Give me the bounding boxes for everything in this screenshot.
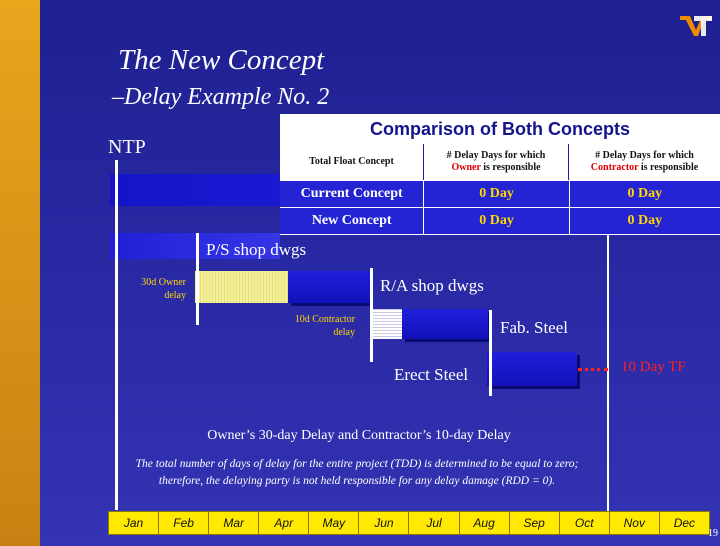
task-bar-ra <box>402 309 488 339</box>
month-label: Jun <box>359 512 410 534</box>
ps-start-line <box>196 233 199 325</box>
accent-bar <box>0 0 40 546</box>
row-owner-value: 0 Day <box>424 181 570 207</box>
gantt-caption: Owner’s 30-day Delay and Contractor’s 10… <box>207 428 511 443</box>
row-contractor-value: 0 Day <box>627 213 663 228</box>
month-label: Apr <box>259 512 310 534</box>
comparison-header-row: Total Float Concept # Delay Days for whi… <box>280 144 720 181</box>
contractor-delay-bar <box>370 309 402 339</box>
total-float-label: 10 Day TF <box>621 359 686 375</box>
month-axis: Jan Feb Mar Apr May Jun Jul Aug Sep Oct … <box>108 511 710 535</box>
row-owner-value: 0 Day <box>424 208 570 234</box>
ntp-line <box>115 160 118 510</box>
ntp-label: NTP <box>108 136 146 158</box>
row-contractor-value: 0 Day <box>627 186 663 201</box>
header-contractor-rest: Contractor is responsible <box>591 162 698 174</box>
month-label: Sep <box>510 512 560 534</box>
month-label: Jul <box>409 512 460 534</box>
owner-delay-label-line1: 30d Owner <box>141 277 186 288</box>
header-owner-suffix: is responsible <box>483 162 541 173</box>
header-concept: Total Float Concept <box>280 144 424 180</box>
month-label: Nov <box>610 512 660 534</box>
row-name: New Concept <box>280 208 425 234</box>
month-label: Dec <box>673 516 696 530</box>
slide-title: The New Concept <box>118 44 325 76</box>
owner-delay-label: 30d Owner delay <box>116 276 186 302</box>
table-row: Current Concept 0 Day 0 Day <box>280 181 720 208</box>
fab-start-line <box>489 310 492 396</box>
header-contractor-suffix: is responsible <box>640 162 699 173</box>
table-row: New Concept 0 Day 0 Day <box>280 208 720 235</box>
contractor-delay-label-line2: delay <box>333 327 355 338</box>
gantt-note: The total number of days of delay for th… <box>135 458 579 487</box>
month-label: Feb <box>159 512 210 534</box>
contractor-delay-label-line1: 10d Contractor <box>294 314 355 325</box>
header-owner-party: Owner <box>451 162 481 173</box>
task-label-ps: P/S shop dwgs <box>206 240 307 259</box>
tf-line <box>607 150 609 512</box>
vt-logo-icon <box>680 16 712 36</box>
month-label: Mar <box>209 512 260 534</box>
comparison-title: Comparison of Both Concepts <box>280 114 720 144</box>
owner-delay-label-line2: delay <box>164 290 186 301</box>
total-float-dash <box>578 368 608 371</box>
gantt-band-2 <box>110 233 280 259</box>
header-owner-rest: Owner is responsible <box>451 162 540 174</box>
task-label-ra: R/A shop dwgs <box>380 276 484 295</box>
header-contractor-prefix: # Delay Days for which <box>595 150 694 161</box>
ra-start-line <box>370 268 373 362</box>
task-bar-erect <box>487 352 577 386</box>
month-label: May <box>309 512 360 534</box>
task-label-erect: Erect Steel <box>394 365 469 384</box>
owner-delay-bar <box>195 271 288 303</box>
month-label: Aug <box>460 512 510 534</box>
page-number: 19 <box>708 528 718 539</box>
comparison-table: Total Float Concept # Delay Days for whi… <box>280 144 720 235</box>
slide-subtitle: –Delay Example No. 2 <box>112 84 330 110</box>
month-label: Oct <box>560 512 610 534</box>
header-owner: # Delay Days for which Owner is responsi… <box>424 144 569 180</box>
task-bar-ps <box>288 271 370 303</box>
contractor-delay-label: 10d Contractor delay <box>270 313 355 339</box>
header-contractor: # Delay Days for which Contractor is res… <box>569 144 720 180</box>
month-label: Jan <box>109 512 160 534</box>
header-owner-prefix: # Delay Days for which <box>446 150 546 161</box>
row-name: Current Concept <box>280 181 425 207</box>
header-contractor-party: Contractor <box>590 162 639 173</box>
task-label-fab: Fab. Steel <box>500 318 568 337</box>
